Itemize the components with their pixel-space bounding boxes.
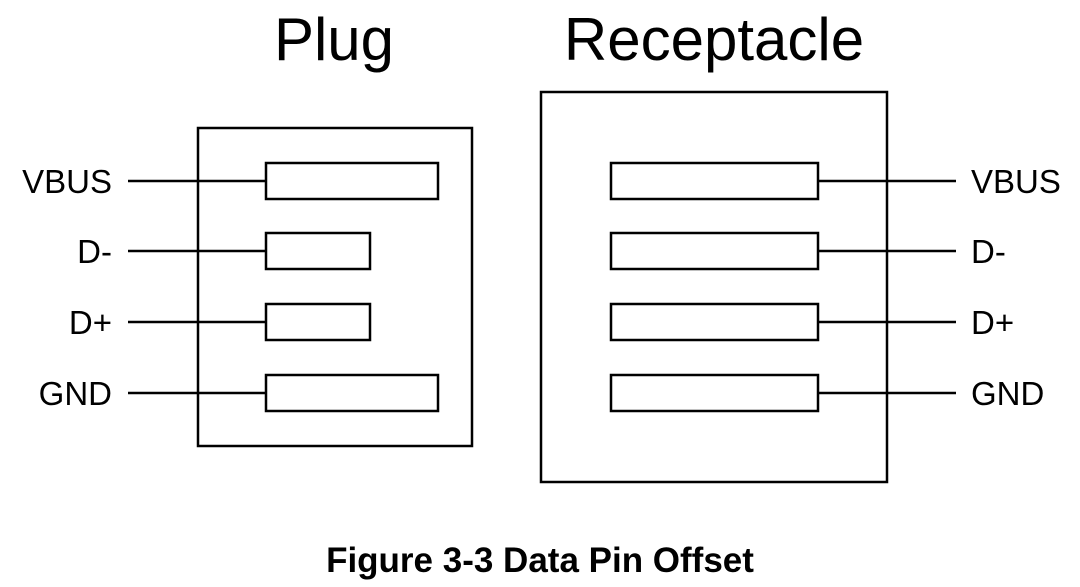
receptacle-pin-label-vbus: VBUS [971,163,1061,200]
figure-caption: Figure 3-3 Data Pin Offset [326,541,754,580]
receptacle-pin-d-plus [609,302,820,342]
receptacle-title: Receptacle [564,6,864,73]
plug-pin-label-d-minus: D- [77,233,112,270]
plug-pin-label-vbus: VBUS [22,163,112,200]
receptacle-housing [539,90,889,484]
receptacle-pin-group: VBUS D- D+ GND [609,161,1061,413]
plug-title: Plug [274,6,394,73]
receptacle-pin-vbus [609,161,820,201]
plug-pin-d-minus [264,231,372,271]
receptacle-section: Receptacle VBUS D- D+ GND [539,6,1061,484]
receptacle-pin-gnd [609,373,820,413]
plug-pin-group: VBUS D- D+ GND [22,161,440,413]
receptacle-pin-label-d-minus: D- [971,233,1006,270]
plug-housing [196,126,474,448]
receptacle-pin-label-d-plus: D+ [971,304,1014,341]
plug-section: Plug VBUS D- D+ GND [22,6,474,448]
receptacle-pin-label-gnd: GND [971,375,1044,412]
plug-pin-vbus [264,161,440,201]
plug-pin-d-plus [264,302,372,342]
plug-pin-label-d-plus: D+ [69,304,112,341]
receptacle-pin-d-minus [609,231,820,271]
plug-pin-label-gnd: GND [39,375,112,412]
plug-pin-gnd [264,373,440,413]
